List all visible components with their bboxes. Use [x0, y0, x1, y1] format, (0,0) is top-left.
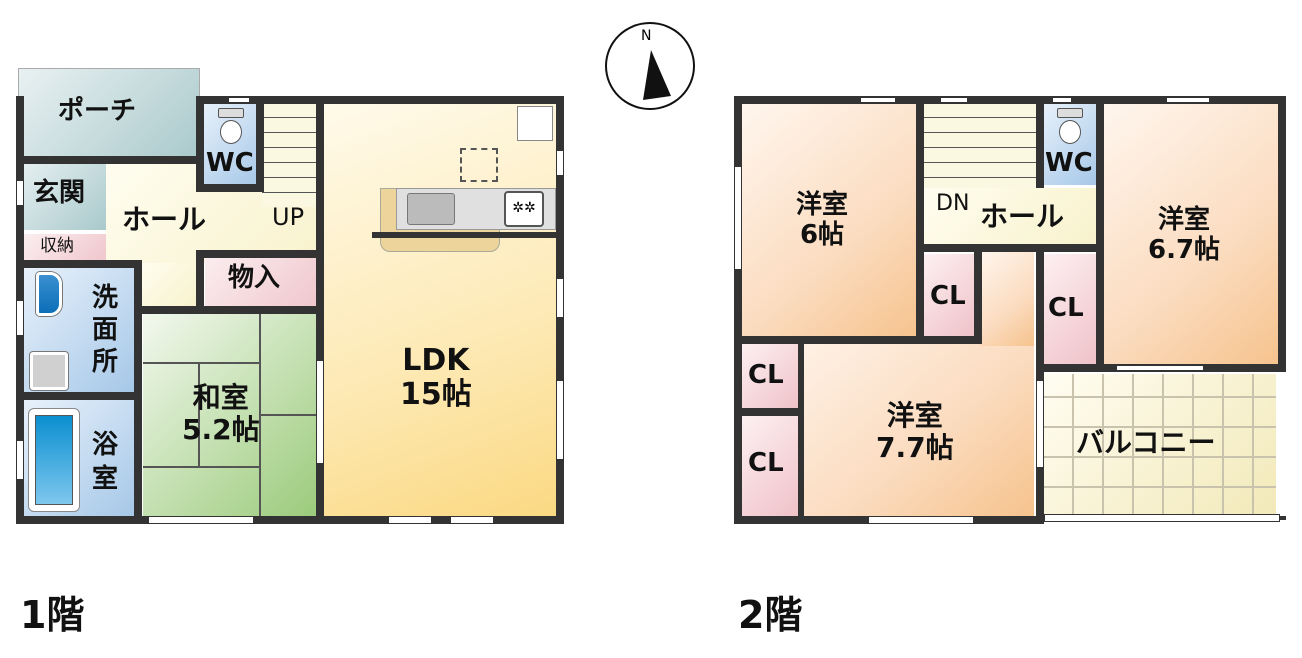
- bathtub-icon: [28, 408, 80, 512]
- room-storage: [24, 234, 106, 262]
- floor2-title: 2階: [738, 593, 803, 637]
- compass-n-label: N: [641, 28, 652, 44]
- western3-label: 洋室 7.7帖: [876, 400, 954, 464]
- washitsu-size: 5.2帖: [182, 413, 260, 446]
- washroom-char: 洗: [92, 283, 119, 313]
- room-porch: [18, 68, 200, 160]
- ldk-size: 15帖: [400, 377, 472, 412]
- western1-name: 洋室: [796, 190, 849, 220]
- hall-corridor-2f: [980, 250, 1034, 346]
- room-western-6-7: [1102, 103, 1278, 365]
- western1-size: 6帖: [799, 220, 845, 250]
- storage-label: 収納: [40, 236, 74, 256]
- washitsu-label: 和室 5.2帖: [182, 382, 260, 446]
- western2-label: 洋室 6.7帖: [1148, 205, 1220, 265]
- bath-label: 浴 室: [92, 428, 118, 496]
- fridge-icon: [517, 106, 553, 141]
- washer-icon: [30, 352, 68, 390]
- stairs-up-label: UP: [272, 203, 305, 231]
- stairs-2f: [924, 103, 1041, 188]
- cl1-label: CL: [930, 281, 966, 311]
- room-genkan: [24, 163, 106, 230]
- room-cl-2: [1044, 254, 1096, 365]
- cl2-label: CL: [1048, 293, 1084, 323]
- closet-label: 物入: [228, 263, 281, 293]
- room-closet: [205, 255, 317, 310]
- stairs-1f: [262, 103, 316, 207]
- washitsu-name: 和室: [192, 381, 249, 414]
- floor2-plan: 洋室 6帖 DN ホール WC 洋室 6.7帖 CL CL CL CL 洋室 7…: [734, 96, 1286, 635]
- western2-size: 6.7帖: [1148, 235, 1221, 265]
- cl3-label: CL: [748, 360, 784, 390]
- wc-label-2f: WC: [1045, 148, 1093, 178]
- room-washitsu: [143, 314, 316, 516]
- room-balcony: [1044, 374, 1276, 516]
- washroom-char: 面: [92, 315, 119, 345]
- sink-icon: [36, 272, 62, 316]
- north-compass: N: [605, 22, 695, 110]
- ldk-label: LDK 15帖: [400, 344, 472, 412]
- hall-label: ホール: [122, 203, 207, 236]
- western3-size: 7.7帖: [876, 431, 954, 464]
- room-cl-3: [742, 344, 798, 408]
- western3-name: 洋室: [886, 399, 943, 432]
- washroom-label: 洗 面 所: [92, 282, 118, 378]
- room-cl-1: [924, 254, 974, 337]
- room-cl-4: [742, 416, 798, 516]
- hall-label-2f: ホール: [980, 200, 1065, 233]
- floor1-plan: ポーチ 玄関 収納 ホール WC UP 物入 洗 面 所 浴 室: [0, 0, 580, 635]
- western1-label: 洋室 6帖: [796, 190, 848, 250]
- room-hall-2f: [924, 188, 1096, 244]
- hall-lower: [140, 263, 196, 307]
- washroom-char: 所: [92, 347, 119, 377]
- kitchen-sink-icon: [407, 193, 455, 225]
- ldk-name: LDK: [402, 343, 470, 378]
- toilet-icon: [1057, 108, 1083, 146]
- bath-char: 室: [92, 464, 119, 494]
- room-western-6: [742, 103, 918, 337]
- room-ldk: [323, 103, 556, 516]
- toilet-icon: [218, 108, 244, 146]
- genkan-label: 玄関: [33, 178, 86, 208]
- wc-label-1f: WC: [206, 148, 254, 178]
- stairs-down-label: DN: [936, 191, 970, 216]
- vent-icon: [460, 148, 498, 182]
- stove-icon: ✲✲: [504, 191, 544, 227]
- bath-char: 浴: [92, 430, 119, 460]
- cl4-label: CL: [748, 448, 784, 478]
- balcony-label: バルコニー: [1076, 426, 1216, 459]
- western2-name: 洋室: [1158, 205, 1211, 235]
- floor1-title: 1階: [20, 593, 85, 637]
- north-arrow-icon: [643, 50, 671, 100]
- porch-label: ポーチ: [58, 96, 137, 126]
